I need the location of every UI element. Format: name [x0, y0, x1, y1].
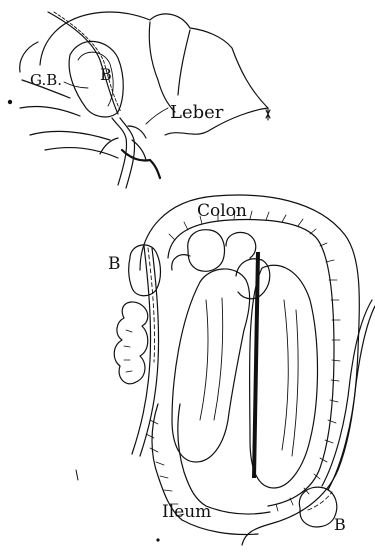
liver-lobe-inner: [149, 22, 175, 112]
cystic-duct: [112, 118, 135, 188]
ink-mark: [266, 108, 270, 120]
label-colon: Colon: [197, 201, 247, 221]
label-liver: Leber: [170, 102, 224, 123]
label-bag-top: B: [100, 65, 112, 84]
label-gallbladder: G.B.: [30, 71, 62, 89]
intestine-mass-right: [250, 265, 318, 488]
liver-left-edge: [20, 42, 38, 72]
common-duct: [122, 150, 160, 178]
colon-pouch-2: [226, 233, 256, 259]
label-bag-left: B: [108, 254, 121, 274]
upper-diagram-liver: [8, 12, 270, 188]
liver-lower-edge: [20, 80, 118, 158]
liver-lobe-inner-2: [178, 30, 190, 95]
intestine-mass-left: [172, 269, 250, 462]
intestine-mass-inner: [236, 259, 270, 299]
label-bag-bottom: B: [334, 515, 346, 534]
colon-inner: [168, 220, 334, 506]
bag-tube-top: [48, 12, 118, 114]
small-loop-hatch: [124, 330, 132, 372]
bag-bottom-tube: [322, 300, 375, 490]
lower-diagram-colon: [76, 195, 375, 545]
marker-rod: [254, 252, 258, 478]
bag-bottom-tube-core: [308, 492, 332, 510]
ink-speck: [8, 100, 11, 103]
colon-pouch-3: [172, 255, 190, 270]
ink-tick: [76, 470, 78, 480]
colon-pouch-1: [188, 230, 225, 272]
ink-dot: [157, 539, 159, 541]
label-ileum: Ileum: [162, 502, 211, 522]
leber-pointer: [146, 108, 168, 124]
gb-pointer: [64, 82, 88, 88]
